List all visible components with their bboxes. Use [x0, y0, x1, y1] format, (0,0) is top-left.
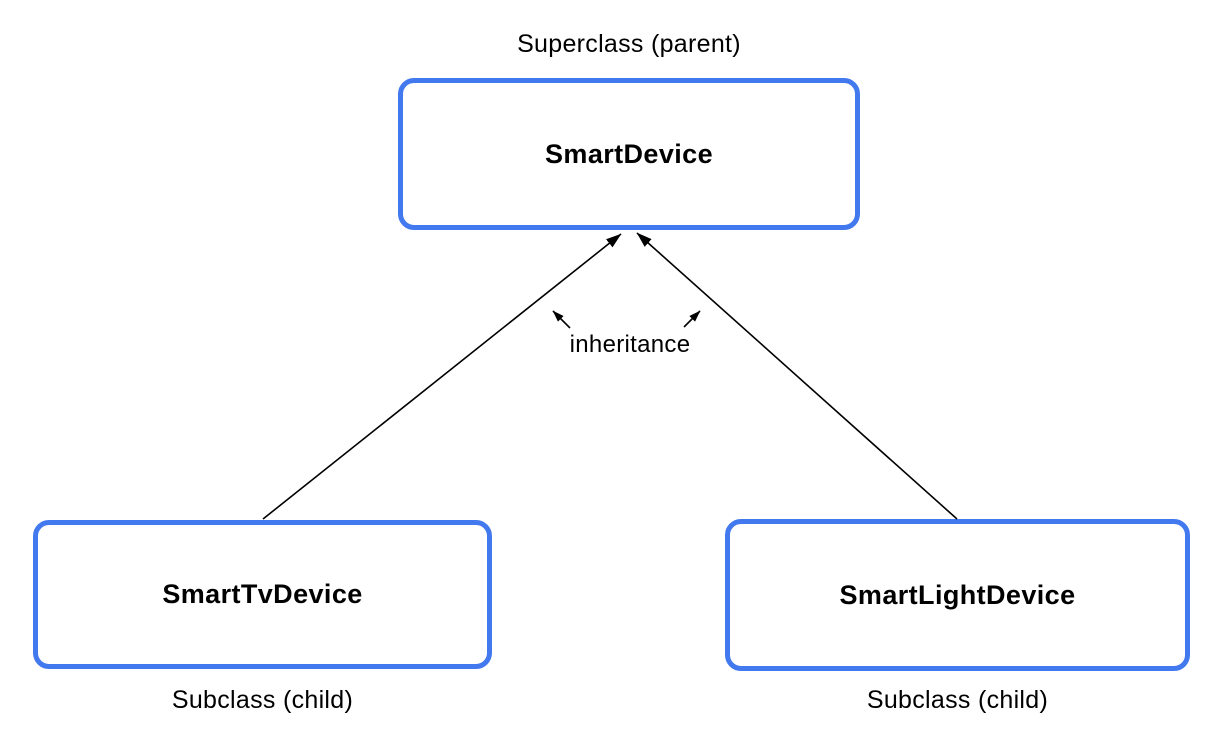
superclass-box: SmartDevice [398, 78, 860, 230]
inheritance-label: inheritance [569, 331, 691, 358]
inheritance-callout-arrow-left [552, 310, 571, 329]
subclass-caption-right: Subclass (child) [866, 686, 1049, 714]
inheritance-callout-arrow-right [683, 310, 701, 328]
subclass-box-smartlightdevice-label: SmartLightDevice [839, 579, 1076, 610]
subclass-box-smarttvdevice-label: SmartTvDevice [162, 579, 363, 609]
superclass-box-label: SmartDevice [545, 138, 713, 169]
inheritance-arrow-right [636, 232, 958, 520]
superclass-caption: Superclass (parent) [517, 30, 741, 58]
subclass-caption-left: Subclass (child) [171, 686, 354, 714]
inheritance-arrow-left [262, 233, 622, 520]
subclass-box-smarttvdevice: SmartTvDevice [33, 520, 492, 669]
subclass-box-smartlightdevice: SmartLightDevice [725, 519, 1190, 671]
